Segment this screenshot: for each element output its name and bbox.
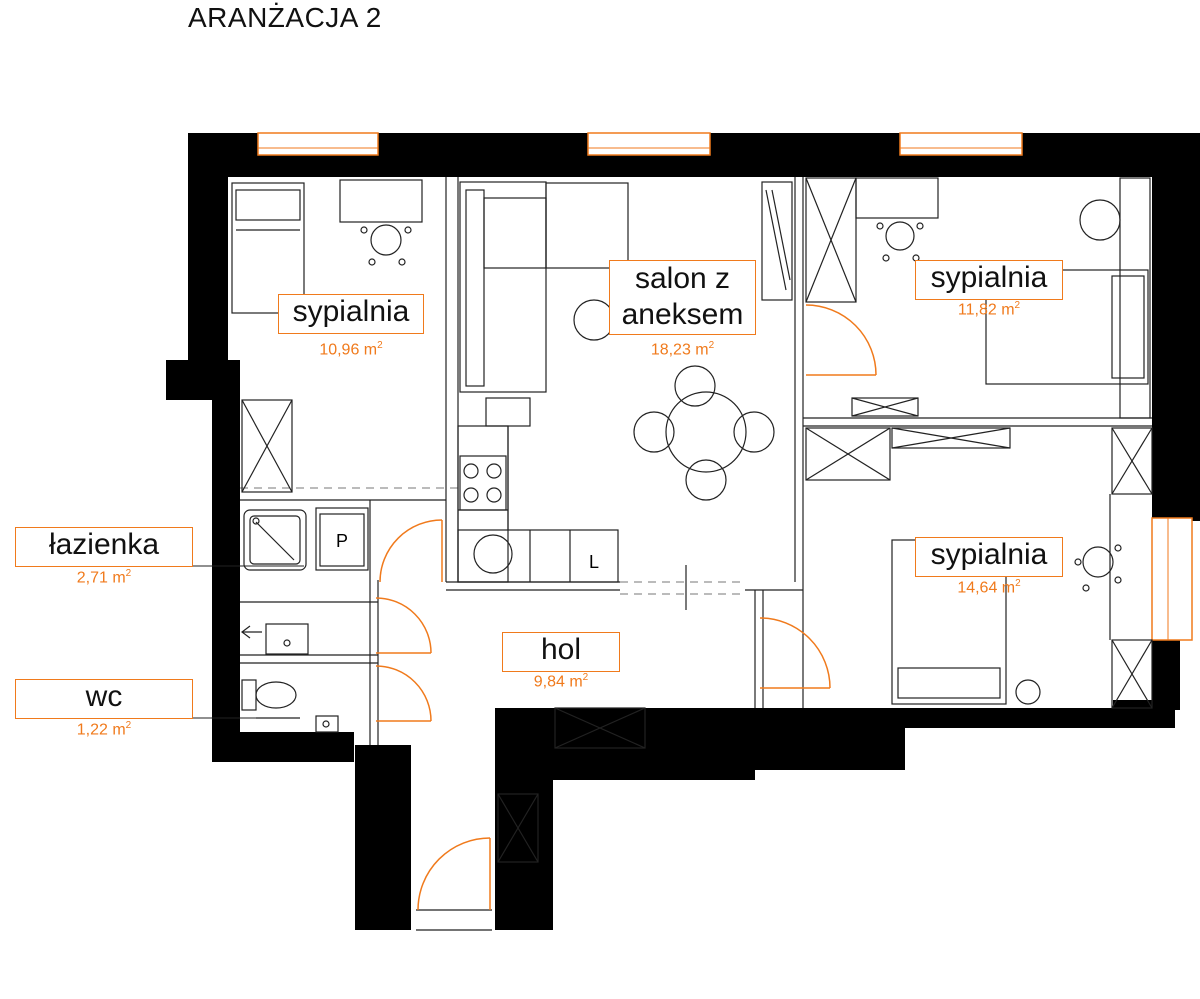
- room-area-bedroom2: 11,82 m2: [915, 300, 1063, 319]
- area-value: 10,96 m: [319, 341, 378, 359]
- room-label-bedroom2: sypialnia: [915, 260, 1063, 300]
- room-area-hall: 9,84 m2: [502, 672, 620, 691]
- area-exp: 2: [1014, 300, 1021, 311]
- bed-2: [985, 269, 1149, 385]
- area-value: 1,22 m: [76, 721, 126, 739]
- area-value: 14,64 m: [957, 579, 1016, 597]
- room-name: sypialnia: [930, 538, 1048, 571]
- room-area-living: 18,23 m2: [609, 340, 756, 359]
- room-label-bathroom: łazienka: [15, 527, 193, 567]
- room-label-wc: wc: [15, 679, 193, 719]
- room-label-bedroom1: sypialnia: [278, 294, 424, 334]
- windows: [257, 132, 1193, 641]
- desk-1: [339, 179, 423, 266]
- l-label: L: [589, 552, 599, 572]
- room-area-wc: 1,22 m2: [15, 720, 193, 739]
- bed-1: [231, 182, 305, 314]
- desk-2: [855, 177, 1151, 419]
- area-exp: 2: [708, 340, 715, 351]
- room-name: hol: [540, 633, 582, 666]
- room-name: sypialnia: [292, 295, 410, 328]
- interior-lines: [240, 177, 1152, 931]
- p-label: P: [336, 531, 348, 551]
- wardrobe-1: [241, 399, 293, 493]
- area-value: 11,82 m: [957, 301, 1015, 319]
- room-label-hall: hol: [502, 632, 620, 672]
- toilet: [241, 679, 339, 733]
- room-area-bedroom3: 14,64 m2: [915, 578, 1063, 597]
- room-name: sypialnia: [930, 261, 1048, 294]
- tv-unit: [761, 181, 793, 301]
- room-name-line2: aneksem: [621, 298, 744, 331]
- room-area-bathroom: 2,71 m2: [15, 568, 193, 587]
- plan-title: ARANŻACJA 2: [188, 2, 382, 33]
- room-area-bedroom1: 10,96 m2: [278, 340, 424, 359]
- room-name: łazienka: [48, 528, 160, 561]
- area-exp: 2: [125, 568, 132, 579]
- shower: [243, 509, 307, 571]
- area-value: 9,84 m: [533, 673, 583, 691]
- wardrobe-2: [805, 177, 919, 417]
- washer: [315, 507, 369, 571]
- doors: [375, 304, 877, 911]
- hall-wardrobe: [497, 707, 646, 863]
- kitchen: [457, 397, 619, 583]
- walls: [166, 133, 1200, 930]
- area-exp: 2: [582, 672, 589, 683]
- room-name: wc: [85, 680, 123, 713]
- sink-bath: [241, 623, 309, 655]
- wardrobe-3: [805, 427, 1153, 709]
- area-value: 18,23 m: [650, 341, 709, 359]
- room-label-living: salon z aneksem: [609, 260, 756, 335]
- area-exp: 2: [377, 340, 383, 351]
- area-value: 2,71 m: [76, 569, 126, 587]
- sofa: [459, 181, 629, 393]
- area-exp: 2: [1015, 578, 1021, 589]
- area-exp: 2: [125, 720, 132, 731]
- room-label-bedroom3: sypialnia: [915, 537, 1063, 577]
- room-name-line1: salon z: [634, 262, 731, 295]
